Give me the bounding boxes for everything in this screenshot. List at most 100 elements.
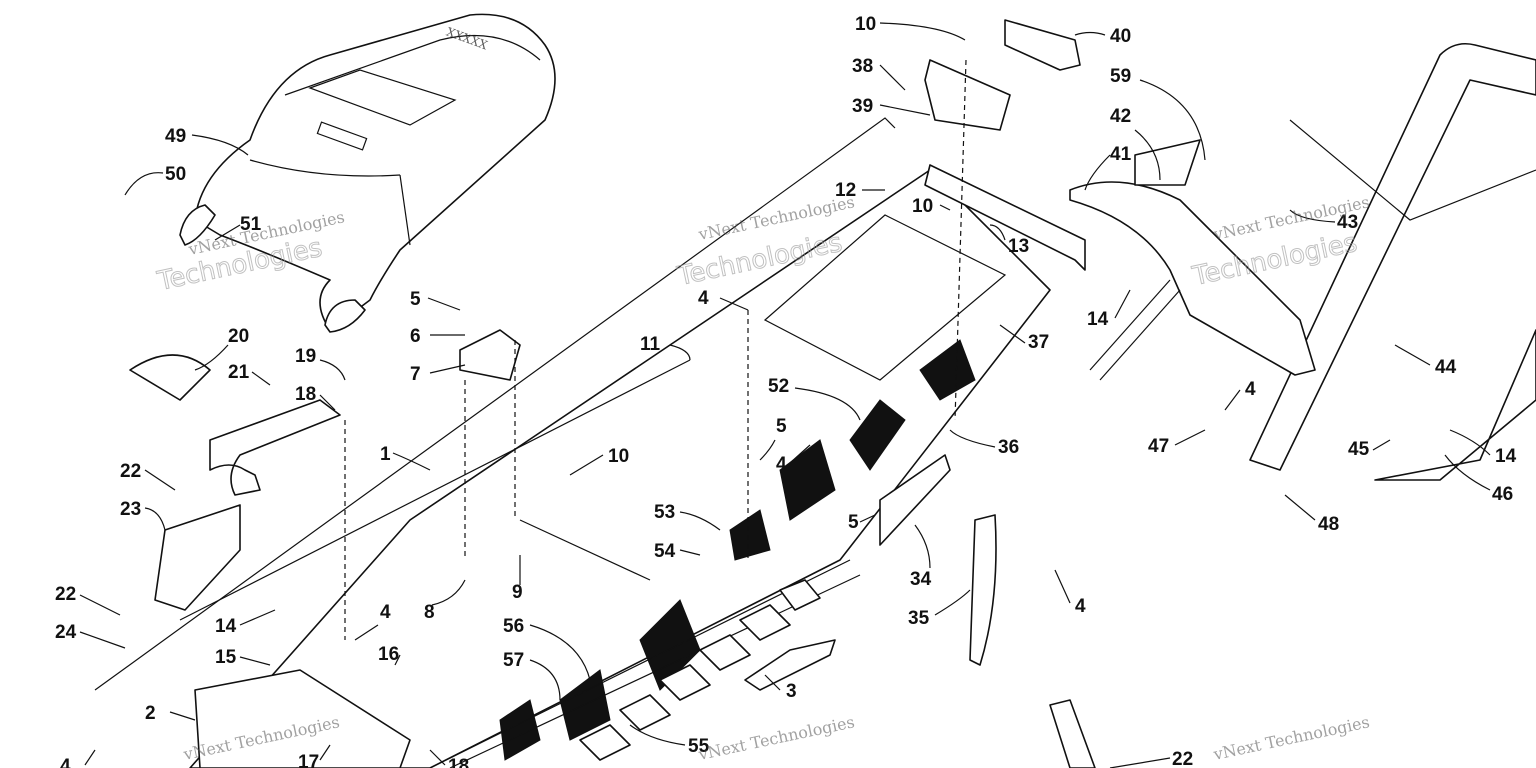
callout-number: 16 xyxy=(378,644,399,665)
callout: 10 xyxy=(912,196,951,217)
callout-number: 5 xyxy=(776,416,787,437)
callout-number: 6 xyxy=(410,326,421,347)
callout-leader-line xyxy=(569,454,604,476)
callout-leader-line xyxy=(194,344,229,371)
callout-number: 36 xyxy=(998,437,1019,458)
tunnel-front-2 xyxy=(194,669,411,768)
callout-number: 10 xyxy=(608,446,629,467)
callout-leader-line xyxy=(1394,344,1431,366)
callout: 46 xyxy=(1444,454,1513,505)
callout-number: 48 xyxy=(1318,514,1339,535)
callout: 35 xyxy=(908,589,971,629)
callout: 10 xyxy=(855,14,966,41)
callout-leader-line xyxy=(1289,209,1336,223)
callout: 42 xyxy=(1110,106,1161,181)
callout-number: 43 xyxy=(1337,212,1358,233)
callout: 5 xyxy=(848,512,876,533)
callout-leader-line xyxy=(719,297,749,311)
callout-number: 17 xyxy=(298,752,319,768)
callout: 44 xyxy=(1394,344,1457,378)
callout-number: 18 xyxy=(448,756,469,768)
callout-number: 49 xyxy=(165,126,186,147)
callout-number: 4 xyxy=(698,288,709,309)
callout: 22 xyxy=(1109,749,1193,768)
callout: 24 xyxy=(55,622,126,649)
callout: 15 xyxy=(215,647,271,668)
callout-number: 14 xyxy=(215,616,237,637)
callout-leader-line xyxy=(759,439,776,461)
callout-leader-line xyxy=(914,524,931,569)
callout-number: 5 xyxy=(410,289,421,310)
callout: 8 xyxy=(424,579,466,623)
callout: 41 xyxy=(1084,144,1132,191)
callout-leader-line xyxy=(1114,289,1131,319)
callout-number: 14 xyxy=(1495,446,1517,467)
callout-leader-line xyxy=(239,656,271,666)
callout-number: 35 xyxy=(908,608,930,629)
callout: 40 xyxy=(1074,26,1131,47)
callout: 23 xyxy=(120,499,166,531)
callout-number: 57 xyxy=(503,650,524,671)
callout-leader-line xyxy=(84,749,96,766)
seat-assembly: XXXXX xyxy=(179,13,556,333)
callout-leader-line xyxy=(859,514,876,523)
bracket-7 xyxy=(459,329,521,381)
callout-leader-line xyxy=(1284,494,1316,521)
callout-leader-line xyxy=(679,511,721,531)
callout-leader-line xyxy=(1444,454,1491,491)
callout-number: 13 xyxy=(1008,236,1029,257)
callout-leader-line xyxy=(934,589,971,616)
callout-number: 34 xyxy=(910,569,932,590)
callout-leader-line xyxy=(1449,429,1491,456)
callout-number: 22 xyxy=(1172,749,1193,768)
callout: 4 xyxy=(1054,569,1086,617)
callout-leader-line xyxy=(794,387,861,421)
callout-number: 22 xyxy=(55,584,76,605)
callout-leader-line xyxy=(989,224,1006,241)
callout: 19 xyxy=(295,346,346,381)
callout-number: 4 xyxy=(1075,596,1086,617)
callout: 49 xyxy=(165,126,249,156)
snow-flap xyxy=(1069,139,1316,381)
callout-leader-line xyxy=(999,324,1026,344)
callout: 37 xyxy=(999,324,1049,353)
callout-number: 55 xyxy=(688,736,710,757)
callout-leader-line xyxy=(1109,757,1171,768)
cover-20 xyxy=(129,354,211,401)
bracket-23 xyxy=(154,504,241,611)
callout-number: 4 xyxy=(60,756,71,768)
callout-number: 10 xyxy=(912,196,933,217)
callout: 13 xyxy=(989,224,1029,257)
callout-number: 11 xyxy=(640,334,661,355)
callout: 22 xyxy=(55,584,121,616)
callout-leader-line xyxy=(1139,79,1206,161)
callout-number: 59 xyxy=(1110,66,1131,87)
rear-bumper xyxy=(1249,42,1536,481)
callout-leader-line xyxy=(251,371,271,386)
callout-leader-line xyxy=(879,22,966,41)
callout: 51 xyxy=(214,214,262,241)
callout-leader-line xyxy=(1372,439,1391,451)
brace-lower-right xyxy=(1049,699,1096,768)
callout-number: 46 xyxy=(1492,484,1513,505)
callout-leader-line xyxy=(1074,31,1106,36)
callout-number: 40 xyxy=(1110,26,1131,47)
callout-leader-line xyxy=(354,624,379,641)
brace-13 xyxy=(924,164,1086,271)
callout-number: 14 xyxy=(1087,309,1109,330)
callout-leader-line xyxy=(1224,389,1241,411)
callout-leader-line xyxy=(529,624,591,681)
handle-18 xyxy=(209,399,341,496)
callout: 34 xyxy=(910,524,932,590)
callout: 43 xyxy=(1289,209,1358,233)
callout-number: 15 xyxy=(215,647,237,668)
callout-number: 3 xyxy=(786,681,797,702)
callout: 45 xyxy=(1348,439,1391,460)
callout-leader-line xyxy=(629,724,686,746)
bracket-40 xyxy=(1004,19,1081,71)
callout-number: 47 xyxy=(1148,436,1169,457)
callout: 1 xyxy=(380,444,431,471)
callout-number: 44 xyxy=(1435,357,1457,378)
